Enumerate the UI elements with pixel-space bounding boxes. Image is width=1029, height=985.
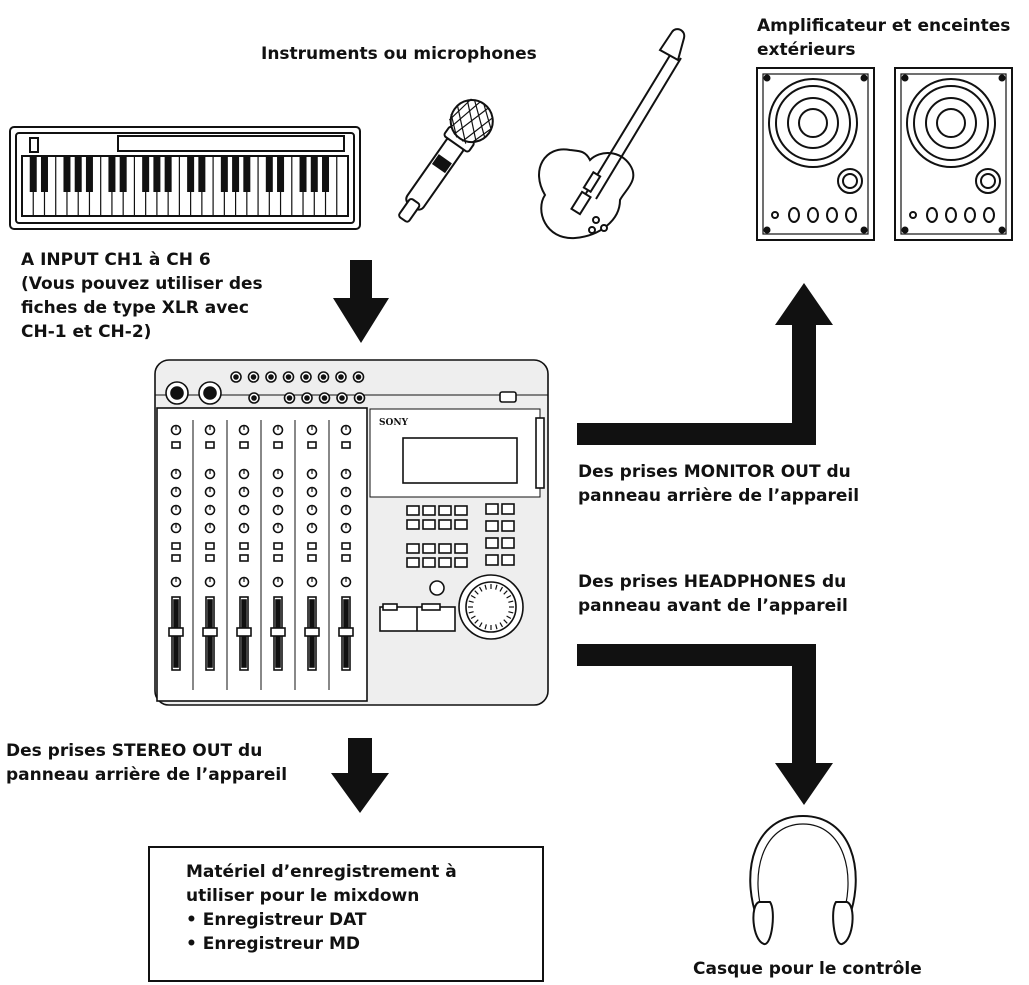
arrow-headphones-out [577, 644, 833, 805]
keyboard-illustration [9, 126, 361, 230]
recorder-item-md: • Enregistreur MD [186, 934, 361, 954]
brand-logo: SONY [379, 418, 409, 428]
arrow-input [333, 260, 389, 343]
monitor-out-label: Des prises MONITOR OUT du panneau arrièr… [578, 462, 860, 506]
amplifier-label: Amplificateur et enceintes extérieurs [757, 16, 1011, 60]
headphones-out-label: Des prises HEADPHONES du panneau avant d… [578, 572, 848, 616]
instruments-label: Instruments ou microphones [261, 44, 537, 64]
speaker-right [894, 67, 1013, 241]
arrow-stereo-out [331, 738, 389, 813]
arrow-monitor-out [577, 283, 833, 445]
guitar-illustration [538, 28, 686, 240]
stereo-out-label: Des prises STEREO OUT du panneau arrière… [6, 741, 288, 785]
recorder-box-text: Matériel d’enregistrement à utiliser pou… [186, 862, 457, 954]
mixer-device: SONY [154, 359, 549, 706]
headphones-caption: Casque pour le contrôle [693, 959, 922, 979]
speaker-left [756, 67, 875, 241]
input-label: A INPUT CH1 à CH 6 (Vous pouvez utiliser… [21, 250, 263, 342]
headphones-illustration [749, 814, 857, 945]
recorder-box [148, 846, 544, 982]
microphone-illustration [398, 98, 494, 223]
recorder-item-dat: • Enregistreur DAT [186, 910, 367, 930]
